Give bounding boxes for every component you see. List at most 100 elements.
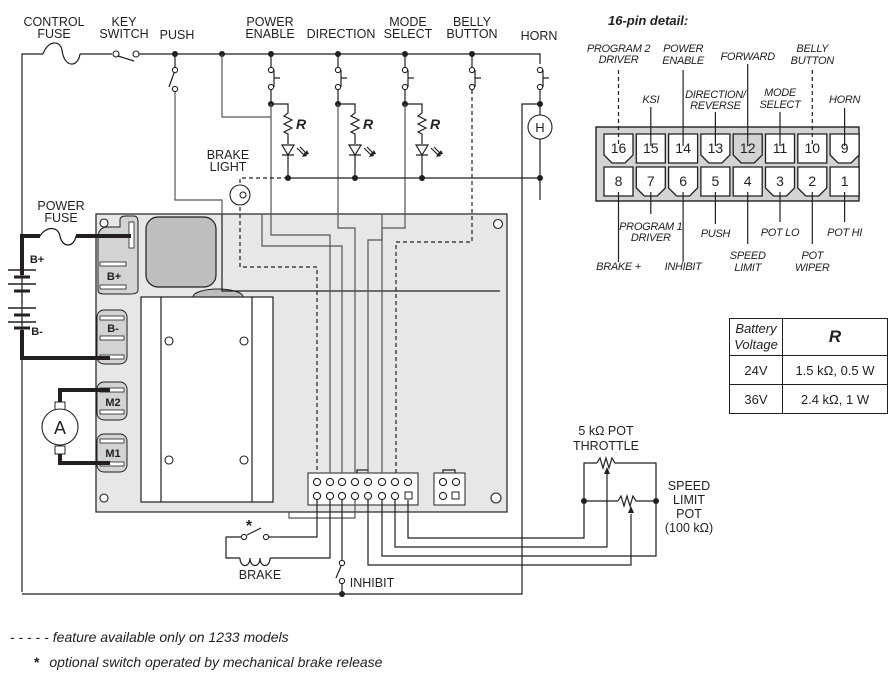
brake-light <box>229 184 251 206</box>
label-throttle: 5 kΩ POT <box>578 424 634 438</box>
label-battery-minus: B- <box>31 326 43 338</box>
motor-symbol: A <box>54 418 66 438</box>
pin-label-14: ENABLE <box>662 55 705 67</box>
table-row: 24V 1.5 kΩ, 0.5 W <box>729 355 888 385</box>
pin-label-9: HORN <box>829 94 861 106</box>
horn: H <box>527 104 553 181</box>
pin-number: 2 <box>808 173 816 189</box>
footnote-dashed: - - - - - feature available only on 1233… <box>10 629 289 645</box>
pin-number: 4 <box>744 173 752 189</box>
label-control-fuse: CONTROL <box>23 15 84 29</box>
pin-label-10: BELLY <box>796 43 829 55</box>
resistor-label: R <box>363 116 374 132</box>
key-switch <box>117 55 135 62</box>
pin-1: 1 <box>829 166 860 197</box>
pin-label-15: KSI <box>642 94 659 106</box>
table-cell-voltage: 36V <box>729 384 783 414</box>
relay-block <box>145 216 217 288</box>
label-key-switch: SWITCH <box>99 27 148 41</box>
pin-12: 12 <box>732 133 763 164</box>
pin-number: 7 <box>647 173 655 189</box>
footnote-star-text: optional switch operated by mechanical b… <box>49 654 383 670</box>
table-cell-voltage: 24V <box>729 355 783 385</box>
board-connector-pins <box>312 477 413 501</box>
label-speed-limit: SPEED <box>668 479 710 493</box>
pin-16: 16 <box>603 133 634 164</box>
pin-number: 10 <box>805 140 821 156</box>
terminal-label-m2: M2 <box>105 397 120 409</box>
power-enable-indicator: R <box>268 101 309 181</box>
label-mode-select: SELECT <box>384 27 433 41</box>
pin-number: 3 <box>776 173 784 189</box>
label-inhibit: INHIBIT <box>350 576 395 590</box>
label-belly-button: BUTTON <box>446 27 497 41</box>
label-power-fuse: FUSE <box>44 211 77 225</box>
label-speed-limit: LIMIT <box>673 493 705 507</box>
pin-3: 3 <box>764 166 796 197</box>
pin-number: 12 <box>740 140 756 156</box>
mode-select-indicator: R <box>402 101 443 181</box>
pin-number: 8 <box>615 173 623 189</box>
pin-label-4: SPEED <box>730 250 766 262</box>
pin-label-1: POT HI <box>827 227 862 239</box>
label-belly-button: BELLY <box>453 15 492 29</box>
mount-hole <box>99 218 109 228</box>
footnote-dash-text: feature available only on 1233 models <box>52 629 289 645</box>
footnote-asterisk: * optional switch operated by mechanical… <box>34 654 382 670</box>
pin-leaders <box>617 64 846 262</box>
pin-label-11: SELECT <box>760 99 803 111</box>
pin-label-7: PROGRAM 1 <box>619 221 682 233</box>
label-power-enable: POWER <box>246 15 293 29</box>
pin-number: 9 <box>841 140 849 156</box>
horn-switch <box>536 66 549 107</box>
pin-label-4: LIMIT <box>734 262 762 274</box>
footnote-star-marker: * <box>34 654 40 670</box>
label-throttle: THROTTLE <box>573 439 639 453</box>
pin-number: 15 <box>643 140 659 156</box>
horn-symbol: H <box>535 120 544 135</box>
label-brake-light: LIGHT <box>210 160 247 174</box>
pin-label-11: MODE <box>764 87 797 99</box>
direction-switch <box>334 54 347 104</box>
pin-label-2: WIPER <box>795 262 830 274</box>
board-16pin-connector <box>307 472 419 506</box>
inhibit-switch <box>335 565 342 579</box>
pin-label-2: POT <box>801 250 824 262</box>
pin-7: 7 <box>635 166 666 197</box>
resistor-label: R <box>296 116 307 132</box>
pin-label-14: POWER <box>663 43 703 55</box>
label-mode-select: MODE <box>389 15 427 29</box>
terminal-label-bminus: B- <box>107 323 119 335</box>
pin-detail-title: 16-pin detail: <box>608 13 688 28</box>
label-battery-plus: B+ <box>30 254 44 266</box>
table-cell-r: 2.4 kΩ, 1 W <box>782 384 888 414</box>
power-fuse <box>39 227 77 246</box>
pin-14: 14 <box>667 133 699 164</box>
pin-label-8: BRAKE + <box>596 261 642 273</box>
speed-limit-pot <box>617 493 656 509</box>
label-control-fuse: FUSE <box>37 27 70 41</box>
pin-label-10: BUTTON <box>791 55 835 67</box>
pin-number: 11 <box>773 140 788 156</box>
pin-number: 1 <box>841 173 849 189</box>
table-header-r: R <box>782 318 888 356</box>
table-cell-r: 1.5 kΩ, 0.5 W <box>782 355 888 385</box>
pin-label-16: DRIVER <box>599 54 639 66</box>
pin-13: 13 <box>700 133 731 164</box>
brake-release-switch <box>246 527 262 536</box>
pin-number: 13 <box>708 140 724 156</box>
pin-2: 2 <box>797 166 828 197</box>
pin-15: 15 <box>635 133 666 164</box>
mount-hole <box>492 218 504 230</box>
pin-9: 9 <box>829 133 860 164</box>
pin-label-13: DIRECTION/ <box>685 89 747 101</box>
label-key-switch: KEY <box>111 15 137 29</box>
pin-number: 14 <box>675 140 691 156</box>
label-direction: DIRECTION <box>307 27 376 41</box>
push-switch <box>168 72 175 88</box>
pin-4: 4 <box>732 166 763 197</box>
battery <box>8 269 36 330</box>
